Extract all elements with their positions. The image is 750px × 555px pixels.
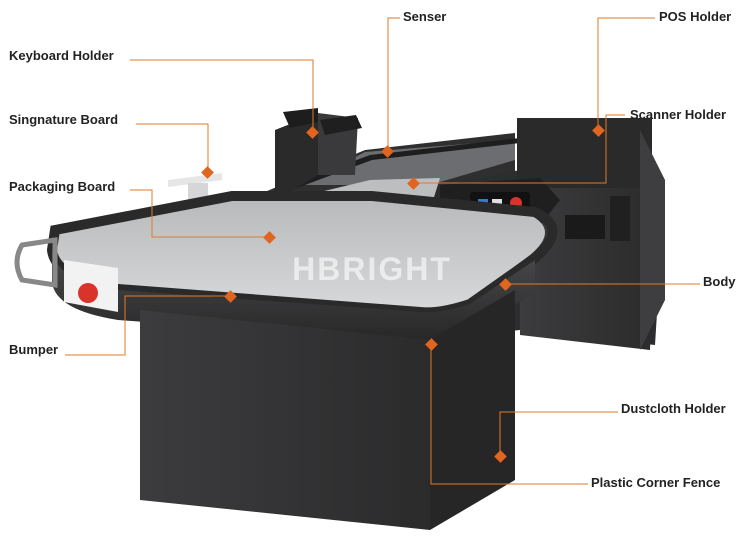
label-scanner-holder: Scanner Holder (630, 107, 727, 122)
label-senser: Senser (403, 9, 447, 24)
leader-keyboard-holder (130, 59, 314, 132)
label-plastic-corner-fence: Plastic Corner Fence (591, 475, 721, 490)
leader-pos-holder (597, 17, 655, 130)
leader-plastic-corner-fence (430, 344, 588, 485)
markers (201, 124, 605, 463)
label-signature-board: Singnature Board (9, 112, 119, 127)
marker-bumper (224, 290, 237, 303)
marker-packaging-board (263, 231, 276, 244)
leader-bumper (65, 295, 230, 356)
marker-dustcloth-holder (494, 450, 507, 463)
leader-signature-board (136, 123, 209, 172)
leader-packaging-board (130, 189, 270, 238)
marker-plastic-corner-fence (425, 338, 438, 351)
label-keyboard-holder: Keyboard Holder (9, 48, 114, 63)
label-bumper: Bumper (9, 342, 59, 357)
leader-dustcloth-holder (499, 411, 618, 456)
watermark-text: HBRIGHT (292, 251, 452, 287)
front-cabinet (140, 290, 515, 530)
marker-keyboard-holder (306, 126, 319, 139)
leader-lines (65, 17, 700, 485)
marker-senser (381, 145, 394, 158)
label-dustcloth-holder: Dustcloth Holder (621, 401, 726, 416)
marker-body (499, 278, 512, 291)
marker-scanner-holder (407, 177, 420, 190)
leader-scanner-holder (413, 114, 625, 184)
label-packaging-board: Packaging Board (9, 179, 116, 194)
marker-signature-board (201, 166, 214, 179)
leader-senser (387, 17, 400, 152)
label-body: Body (703, 274, 736, 289)
label-pos-holder: POS Holder (659, 9, 732, 24)
